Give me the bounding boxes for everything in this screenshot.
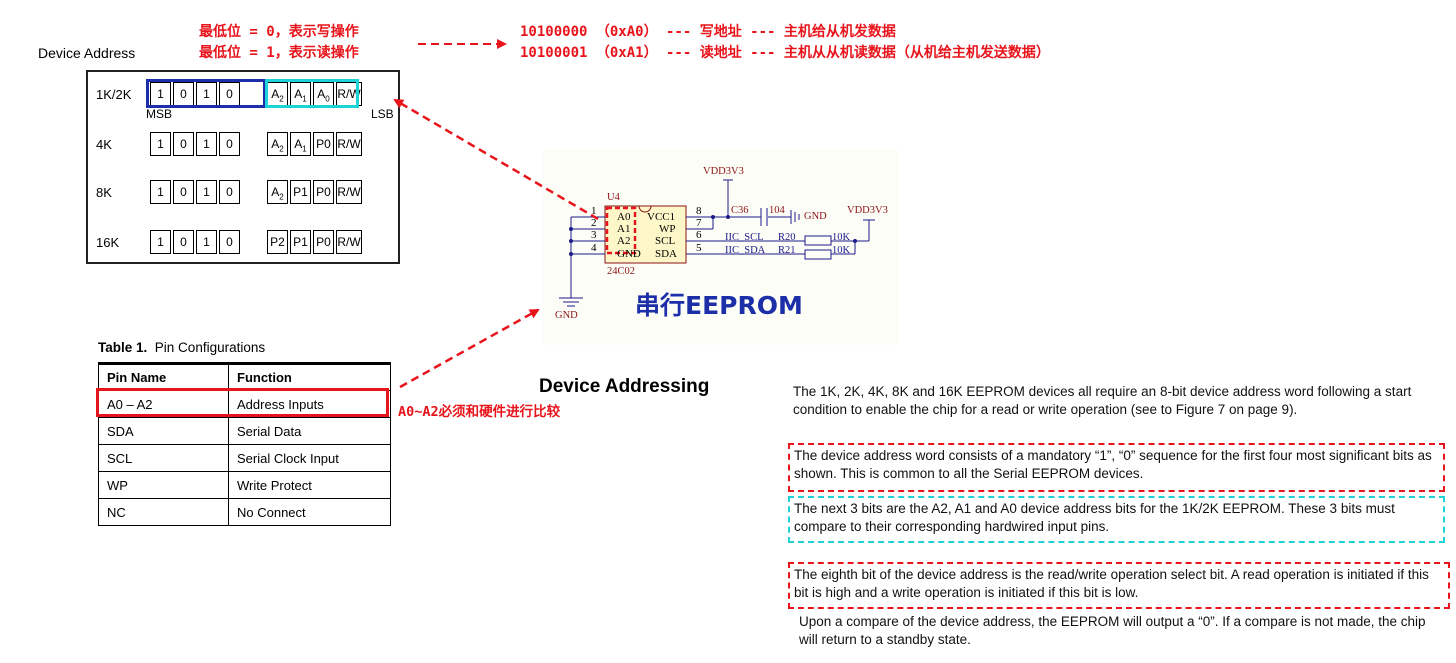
address-bit-cell: 1 <box>196 180 217 204</box>
table-caption-text: Pin Configurations <box>154 340 266 355</box>
pin-number: 2 <box>591 217 597 229</box>
address-bit-cell: A2 <box>267 132 288 156</box>
device-address-title: Device Address <box>38 45 136 61</box>
address-row-label: 16K <box>96 235 120 250</box>
address-bit-cell: 0 <box>219 180 240 204</box>
arrow-to-address-box <box>393 98 599 221</box>
address-row-label: 1K/2K <box>96 87 132 102</box>
r21-value: 10K <box>832 245 851 256</box>
paragraph-5: Upon a compare of the device address, th… <box>799 614 1426 647</box>
lsb-zero-note: 最低位 = 0，表示写操作 <box>199 24 359 40</box>
address-bit-cell: 0 <box>173 230 194 254</box>
table-cell: NC <box>98 498 229 526</box>
vdd-top-label: VDD3V3 <box>703 166 744 177</box>
address-bit-cell: A2 <box>267 180 288 204</box>
r20-value: 10K <box>832 232 851 243</box>
address-bit-cell: 1 <box>150 180 171 204</box>
r20-label: R20 <box>778 232 796 243</box>
msb-fixed-bits-highlight <box>146 79 266 108</box>
pin-name-gnd: GND <box>617 248 641 260</box>
table-caption: Table 1. Pin Configurations <box>98 340 265 355</box>
address-bit-cell: 0 <box>173 180 194 204</box>
read-address-note: 10100001 （0xA1） --- 读地址 --- 主机从从机读数据（从机给… <box>520 45 1050 61</box>
address-bit-cell: P0 <box>313 132 334 156</box>
pin-name-vcc: VCC1 <box>647 211 676 223</box>
paragraph-3: The next 3 bits are the A2, A1 and A0 de… <box>788 496 1445 543</box>
write-address-note: 10100000 （0xA0） --- 写地址 --- 主机给从机发数据 <box>520 24 896 40</box>
header-pin-name: Pin Name <box>98 362 229 391</box>
table-cell: A0 – A2 <box>98 390 229 418</box>
address-bit-cell: R/W <box>336 180 362 204</box>
compare-hardware-note: A0~A2必须和硬件进行比较 <box>398 404 561 420</box>
cap-ref: C36 <box>731 205 749 216</box>
address-bit-cell: 0 <box>173 132 194 156</box>
pin-name-a1: A1 <box>617 223 631 235</box>
cap-value: 104 <box>769 205 785 216</box>
address-bit-cell: 1 <box>150 230 171 254</box>
address-bit-cell: 0 <box>219 132 240 156</box>
hardware-address-bits-highlight <box>265 79 359 108</box>
paragraph-1: The 1K, 2K, 4K, 8K and 16K EEPROM device… <box>793 384 1412 417</box>
address-bit-cell: P0 <box>313 230 334 254</box>
pin-name-a0: A0 <box>617 211 631 223</box>
net-sda-label: IIC_SDA <box>725 245 766 256</box>
address-bit-cell: P1 <box>290 230 311 254</box>
address-row-label: 8K <box>96 185 112 200</box>
schematic-drawing <box>559 179 875 307</box>
pin-number: 7 <box>696 217 702 229</box>
pin-number: 4 <box>591 242 597 254</box>
lsb-label: LSB <box>371 107 394 121</box>
schematic-panel: U4 24C02 VDD3V3 VDD3V3 C36 104 GND GND I… <box>543 150 898 345</box>
address-bit-cell: R/W <box>336 132 362 156</box>
net-scl-label: IIC_SCL <box>725 232 764 243</box>
msb-label: MSB <box>146 107 173 121</box>
table-caption-number: Table 1. <box>98 340 148 355</box>
address-bit-cell: R/W <box>336 230 362 254</box>
address-row-label: 4K <box>96 137 112 152</box>
address-bit-cell: 1 <box>150 132 171 156</box>
address-bit-cell: 1 <box>196 230 217 254</box>
left-gnd-label: GND <box>555 310 578 321</box>
address-bit-cell: 1 <box>196 132 217 156</box>
address-bit-cell: A0 <box>313 82 334 106</box>
cap-gnd-label: GND <box>804 211 827 222</box>
address-bit-cell: P2 <box>267 230 288 254</box>
pin-name-wp: WP <box>659 223 676 235</box>
table-cell: SDA <box>98 417 229 445</box>
chip-ref: U4 <box>607 192 620 203</box>
pin-number: 3 <box>591 229 597 241</box>
arrow-to-schematic <box>399 308 540 389</box>
pin-name-sda: SDA <box>655 248 678 260</box>
lsb-one-note: 最低位 = 1，表示读操作 <box>199 45 359 61</box>
pin-number: 8 <box>696 205 702 217</box>
paragraph-2: The device address word consists of a ma… <box>788 443 1445 492</box>
table-cell: WP <box>98 471 229 499</box>
r21-label: R21 <box>778 245 796 256</box>
chip-part: 24C02 <box>607 266 636 277</box>
section-title: Device Addressing <box>539 376 710 397</box>
schematic-title: 串行EEPROM <box>635 291 803 320</box>
table-cell: Address Inputs <box>228 390 391 418</box>
address-bit-cell: P1 <box>290 180 311 204</box>
vdd-right-label: VDD3V3 <box>847 205 888 216</box>
pin-name-scl: SCL <box>655 235 676 247</box>
address-bit-cell: 0 <box>219 230 240 254</box>
table-cell: No Connect <box>228 498 391 526</box>
address-bit-cell: A1 <box>290 132 311 156</box>
table-cell: Write Protect <box>228 471 391 499</box>
a0-a2-highlight <box>96 388 389 417</box>
address-bit-cell: P0 <box>313 180 334 204</box>
pin-number: 6 <box>696 229 702 241</box>
pin-number: 5 <box>696 242 702 254</box>
address-bit-cell: 1 <box>196 82 217 106</box>
pin-number: 1 <box>591 205 597 217</box>
pin-name-a2: A2 <box>617 235 631 247</box>
paragraph-4: The eighth bit of the device address is … <box>788 562 1450 609</box>
